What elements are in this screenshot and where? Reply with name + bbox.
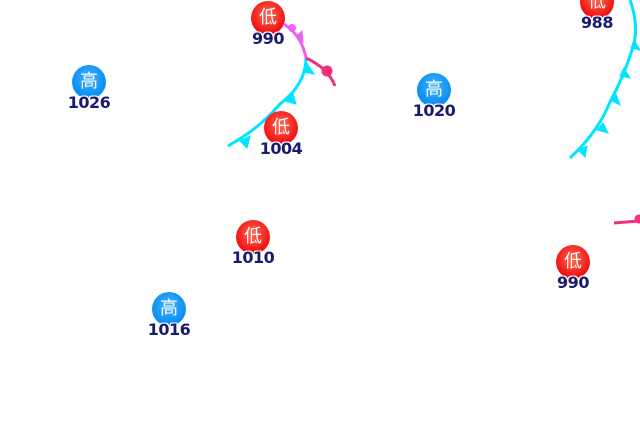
pressure-value: 1010 bbox=[231, 248, 275, 267]
pressure-value: 990 bbox=[557, 273, 589, 292]
low-pressure-icon: 低 bbox=[236, 220, 270, 254]
low-pressure-icon: 低 bbox=[264, 111, 298, 145]
low-pressure-marker[interactable]: 低 1004 bbox=[251, 111, 311, 157]
low-pressure-marker[interactable]: 低 988 bbox=[567, 0, 627, 31]
cold-front-right bbox=[568, 0, 640, 160]
high-pressure-marker[interactable]: 高 1020 bbox=[404, 73, 464, 119]
high-pressure-icon: 高 bbox=[152, 292, 186, 326]
low-pressure-marker[interactable]: 低 1010 bbox=[223, 220, 283, 266]
pressure-value: 1020 bbox=[412, 101, 456, 120]
high-pressure-icon: 高 bbox=[417, 73, 451, 107]
warm-front bbox=[305, 56, 640, 225]
pressure-value: 1004 bbox=[259, 139, 303, 158]
pressure-value: 1026 bbox=[67, 93, 111, 112]
pressure-value: 1016 bbox=[147, 320, 191, 339]
pressure-value: 990 bbox=[252, 29, 284, 48]
high-pressure-icon: 高 bbox=[72, 65, 106, 99]
low-pressure-icon: 低 bbox=[580, 0, 614, 19]
low-pressure-icon: 低 bbox=[556, 245, 590, 279]
pressure-value: 988 bbox=[581, 13, 613, 32]
low-pressure-icon: 低 bbox=[251, 1, 285, 35]
low-pressure-marker[interactable]: 低 990 bbox=[238, 1, 298, 47]
high-pressure-marker[interactable]: 高 1026 bbox=[59, 65, 119, 111]
occluded-front bbox=[283, 22, 308, 59]
high-pressure-marker[interactable]: 高 1016 bbox=[139, 292, 199, 338]
low-pressure-marker[interactable]: 低 990 bbox=[543, 245, 603, 291]
